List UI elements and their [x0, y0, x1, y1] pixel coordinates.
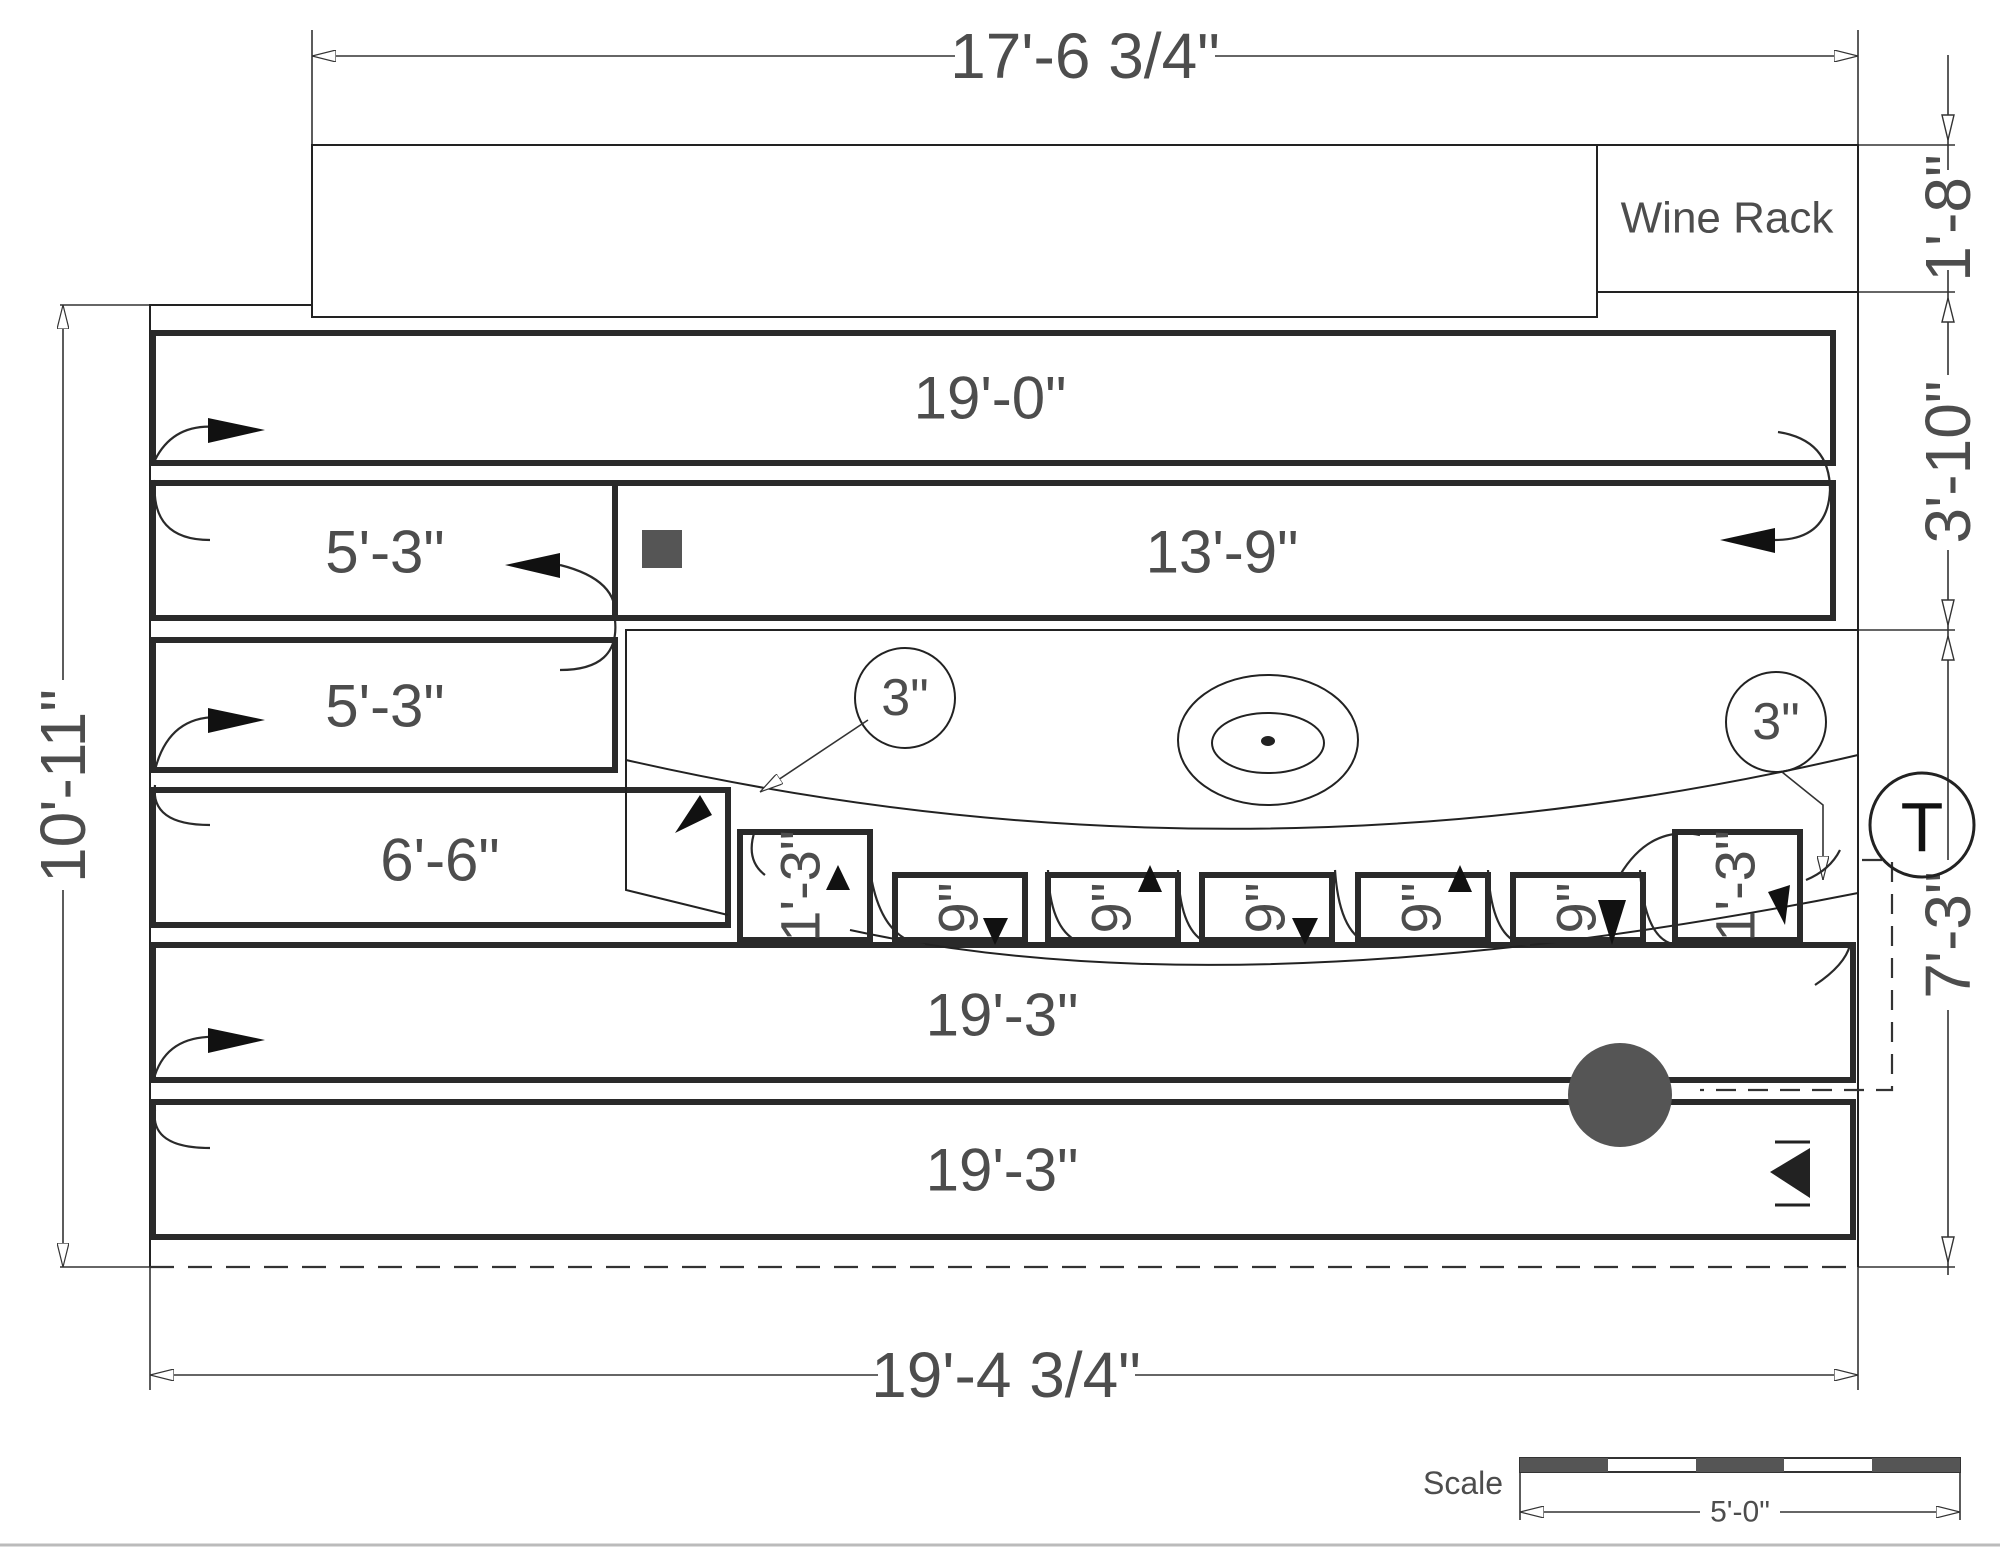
board-row2-right: 13'-9" — [612, 480, 1836, 621]
bottom-width-dimension: 19'-4 3/4" — [149, 1262, 1859, 1411]
riser-right-label: 1'-3" — [1704, 830, 1767, 942]
flow-arcs — [153, 425, 1852, 1150]
toilet-symbol-label: T — [1901, 788, 1944, 866]
top-bar: Wine Rack — [311, 144, 1859, 318]
gap-callout-right: 3" — [1725, 671, 1826, 880]
board-row4-left: 6'-6" — [150, 787, 731, 928]
left-height-dimension: 10'-11" — [27, 304, 150, 1268]
board-top: 19'-0" — [150, 330, 1836, 466]
toilet-symbol: T — [1868, 771, 1976, 879]
board-row2-left: 5'-3" — [150, 480, 618, 621]
board-row4-left-label: 6'-6" — [380, 827, 499, 894]
board-top-label: 19'-0" — [914, 365, 1067, 432]
board-row3-left-label: 5'-3" — [325, 673, 444, 740]
gap-right-label: 3" — [1752, 693, 1799, 751]
board-row3-left: 5'-3" — [150, 637, 618, 773]
step-3: 9" — [1199, 872, 1335, 943]
step-5: 9" — [1510, 872, 1646, 943]
step-2-label: 9" — [1080, 882, 1143, 933]
step-3-label: 9" — [1234, 882, 1297, 933]
scale-label: Scale — [1423, 1465, 1503, 1501]
step-4: 9" — [1355, 872, 1491, 943]
right-top-dim-label: 1'-8" — [1912, 154, 1984, 281]
left-height-label: 10'-11" — [27, 689, 99, 883]
triangle-marker — [1770, 1140, 1810, 1207]
board-row5: 19'-3" — [150, 942, 1856, 1083]
step-5-label: 9" — [1545, 882, 1608, 933]
gap-callout-left: 3" — [760, 647, 956, 793]
right-middle-dim-label: 3'-10" — [1912, 380, 1984, 543]
board-row2-right-label: 13'-9" — [1146, 519, 1299, 586]
square-marker — [642, 530, 682, 568]
board-row2-left-label: 5'-3" — [325, 519, 444, 586]
top-width-label: 17'-6 3/4" — [950, 20, 1220, 92]
wine-rack-box — [1596, 144, 1859, 293]
right-bottom-dim-label: 7'-3" — [1912, 871, 1984, 998]
step-1-label: 9" — [927, 882, 990, 933]
flow-arrows — [208, 418, 1790, 1053]
board-row6: 19'-3" — [150, 1099, 1856, 1240]
board-row5-label: 19'-3" — [926, 982, 1079, 1049]
stage-area: 3" 3" 1'-3" 1'-3" 9" 9" 9" — [625, 629, 1976, 1092]
riser-left-label: 1'-3" — [769, 830, 832, 942]
wine-rack-label: Wine Rack — [1621, 194, 1835, 243]
step-4-label: 9" — [1390, 882, 1453, 933]
round-marker — [1568, 1043, 1672, 1147]
board-row6-label: 19'-3" — [926, 1137, 1079, 1204]
riser-left: 1'-3" — [737, 829, 873, 943]
gap-left-label: 3" — [881, 669, 928, 727]
riser-right: 1'-3" — [1672, 829, 1803, 943]
step-1: 9" — [892, 872, 1028, 943]
step-2: 9" — [1045, 872, 1181, 943]
top-width-dimension: 17'-6 3/4" — [311, 20, 1859, 145]
scale-bar: Scale 5'-0" — [1423, 1457, 1961, 1529]
scale-length-label: 5'-0" — [1710, 1496, 1770, 1529]
target-rings — [1177, 674, 1359, 806]
right-height-dimensions: 1'-8" 3'-10" 7'-3" — [1858, 55, 1984, 1275]
bottom-width-label: 19'-4 3/4" — [871, 1339, 1141, 1411]
